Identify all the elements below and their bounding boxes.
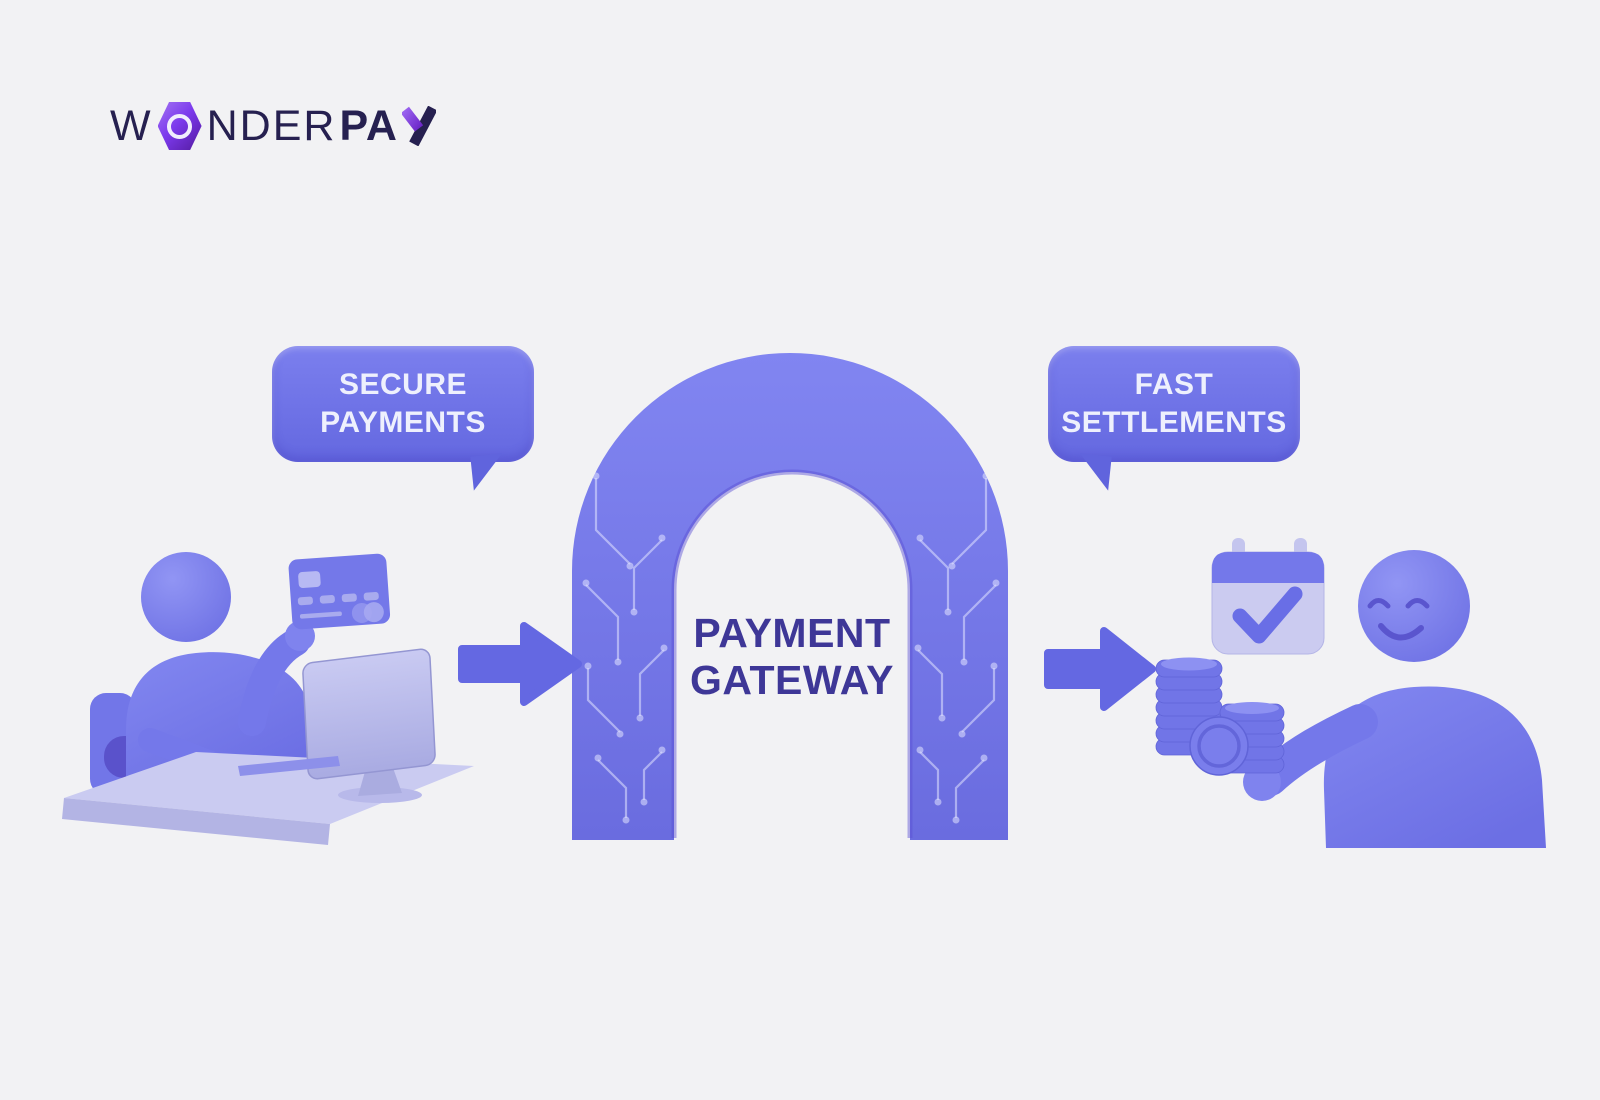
payment-gateway-label: PAYMENT GATEWAY <box>668 610 916 704</box>
keyboard-icon <box>238 756 340 776</box>
bubble-line: FAST <box>1134 368 1214 401</box>
eye-right <box>1405 598 1430 609</box>
card-number-dashes <box>297 591 379 619</box>
card-logo-circle-2 <box>363 602 384 623</box>
smiling-face-icon <box>1367 598 1430 641</box>
checkmark-icon <box>1232 586 1303 644</box>
bubble-line: SETTLEMENTS <box>1061 406 1287 439</box>
speech-bubble-fast-settlements: FAST SETTLEMENTS <box>1048 346 1300 491</box>
eye-left <box>1367 598 1391 609</box>
coin-stack-top-left <box>1161 657 1217 671</box>
arch-shape <box>572 353 1008 840</box>
merchant-head <box>141 552 231 642</box>
logo-text-pa: PA <box>339 101 398 150</box>
speech-bubble-secure-payments: SECURE PAYMENTS <box>272 346 534 491</box>
front-coin-ring <box>1197 724 1241 768</box>
credit-card-icon <box>288 553 391 630</box>
calendar-header <box>1212 552 1324 583</box>
gateway-line-2: GATEWAY <box>690 657 894 703</box>
wonderpay-logo: W NDER PA <box>110 98 436 154</box>
desk-front <box>62 798 330 845</box>
logo-text-nder: NDER <box>206 101 337 150</box>
gateway-line-1: PAYMENT <box>693 610 891 656</box>
hexagon-ring-icon <box>157 102 202 150</box>
hexagon-ring <box>167 113 193 139</box>
calendar-check-icon <box>1211 538 1325 655</box>
logo-y-glyph-icon <box>401 106 436 146</box>
gateway-arch <box>572 353 1008 840</box>
coin-stack-top-right <box>1225 702 1279 714</box>
desktop-monitor-icon <box>302 648 436 780</box>
right-arrow-icon-right <box>1044 627 1156 711</box>
card-chip <box>298 571 321 589</box>
customer-head <box>1358 550 1470 662</box>
circuit-pattern <box>582 472 1000 824</box>
bubble-tail <box>470 453 506 491</box>
bubble-line: PAYMENTS <box>320 406 486 439</box>
customer-character <box>1155 538 1546 848</box>
coin-stack-icon <box>1155 657 1285 776</box>
customer-body <box>1323 686 1546 848</box>
smile <box>1378 623 1424 641</box>
bubble-line: SECURE <box>338 368 468 401</box>
right-arrow-icon-left <box>458 622 582 706</box>
bubble-tail <box>1076 453 1112 491</box>
arch-inner-shade <box>671 469 913 838</box>
merchant-character <box>62 552 474 845</box>
logo-text-w: W <box>110 101 153 150</box>
